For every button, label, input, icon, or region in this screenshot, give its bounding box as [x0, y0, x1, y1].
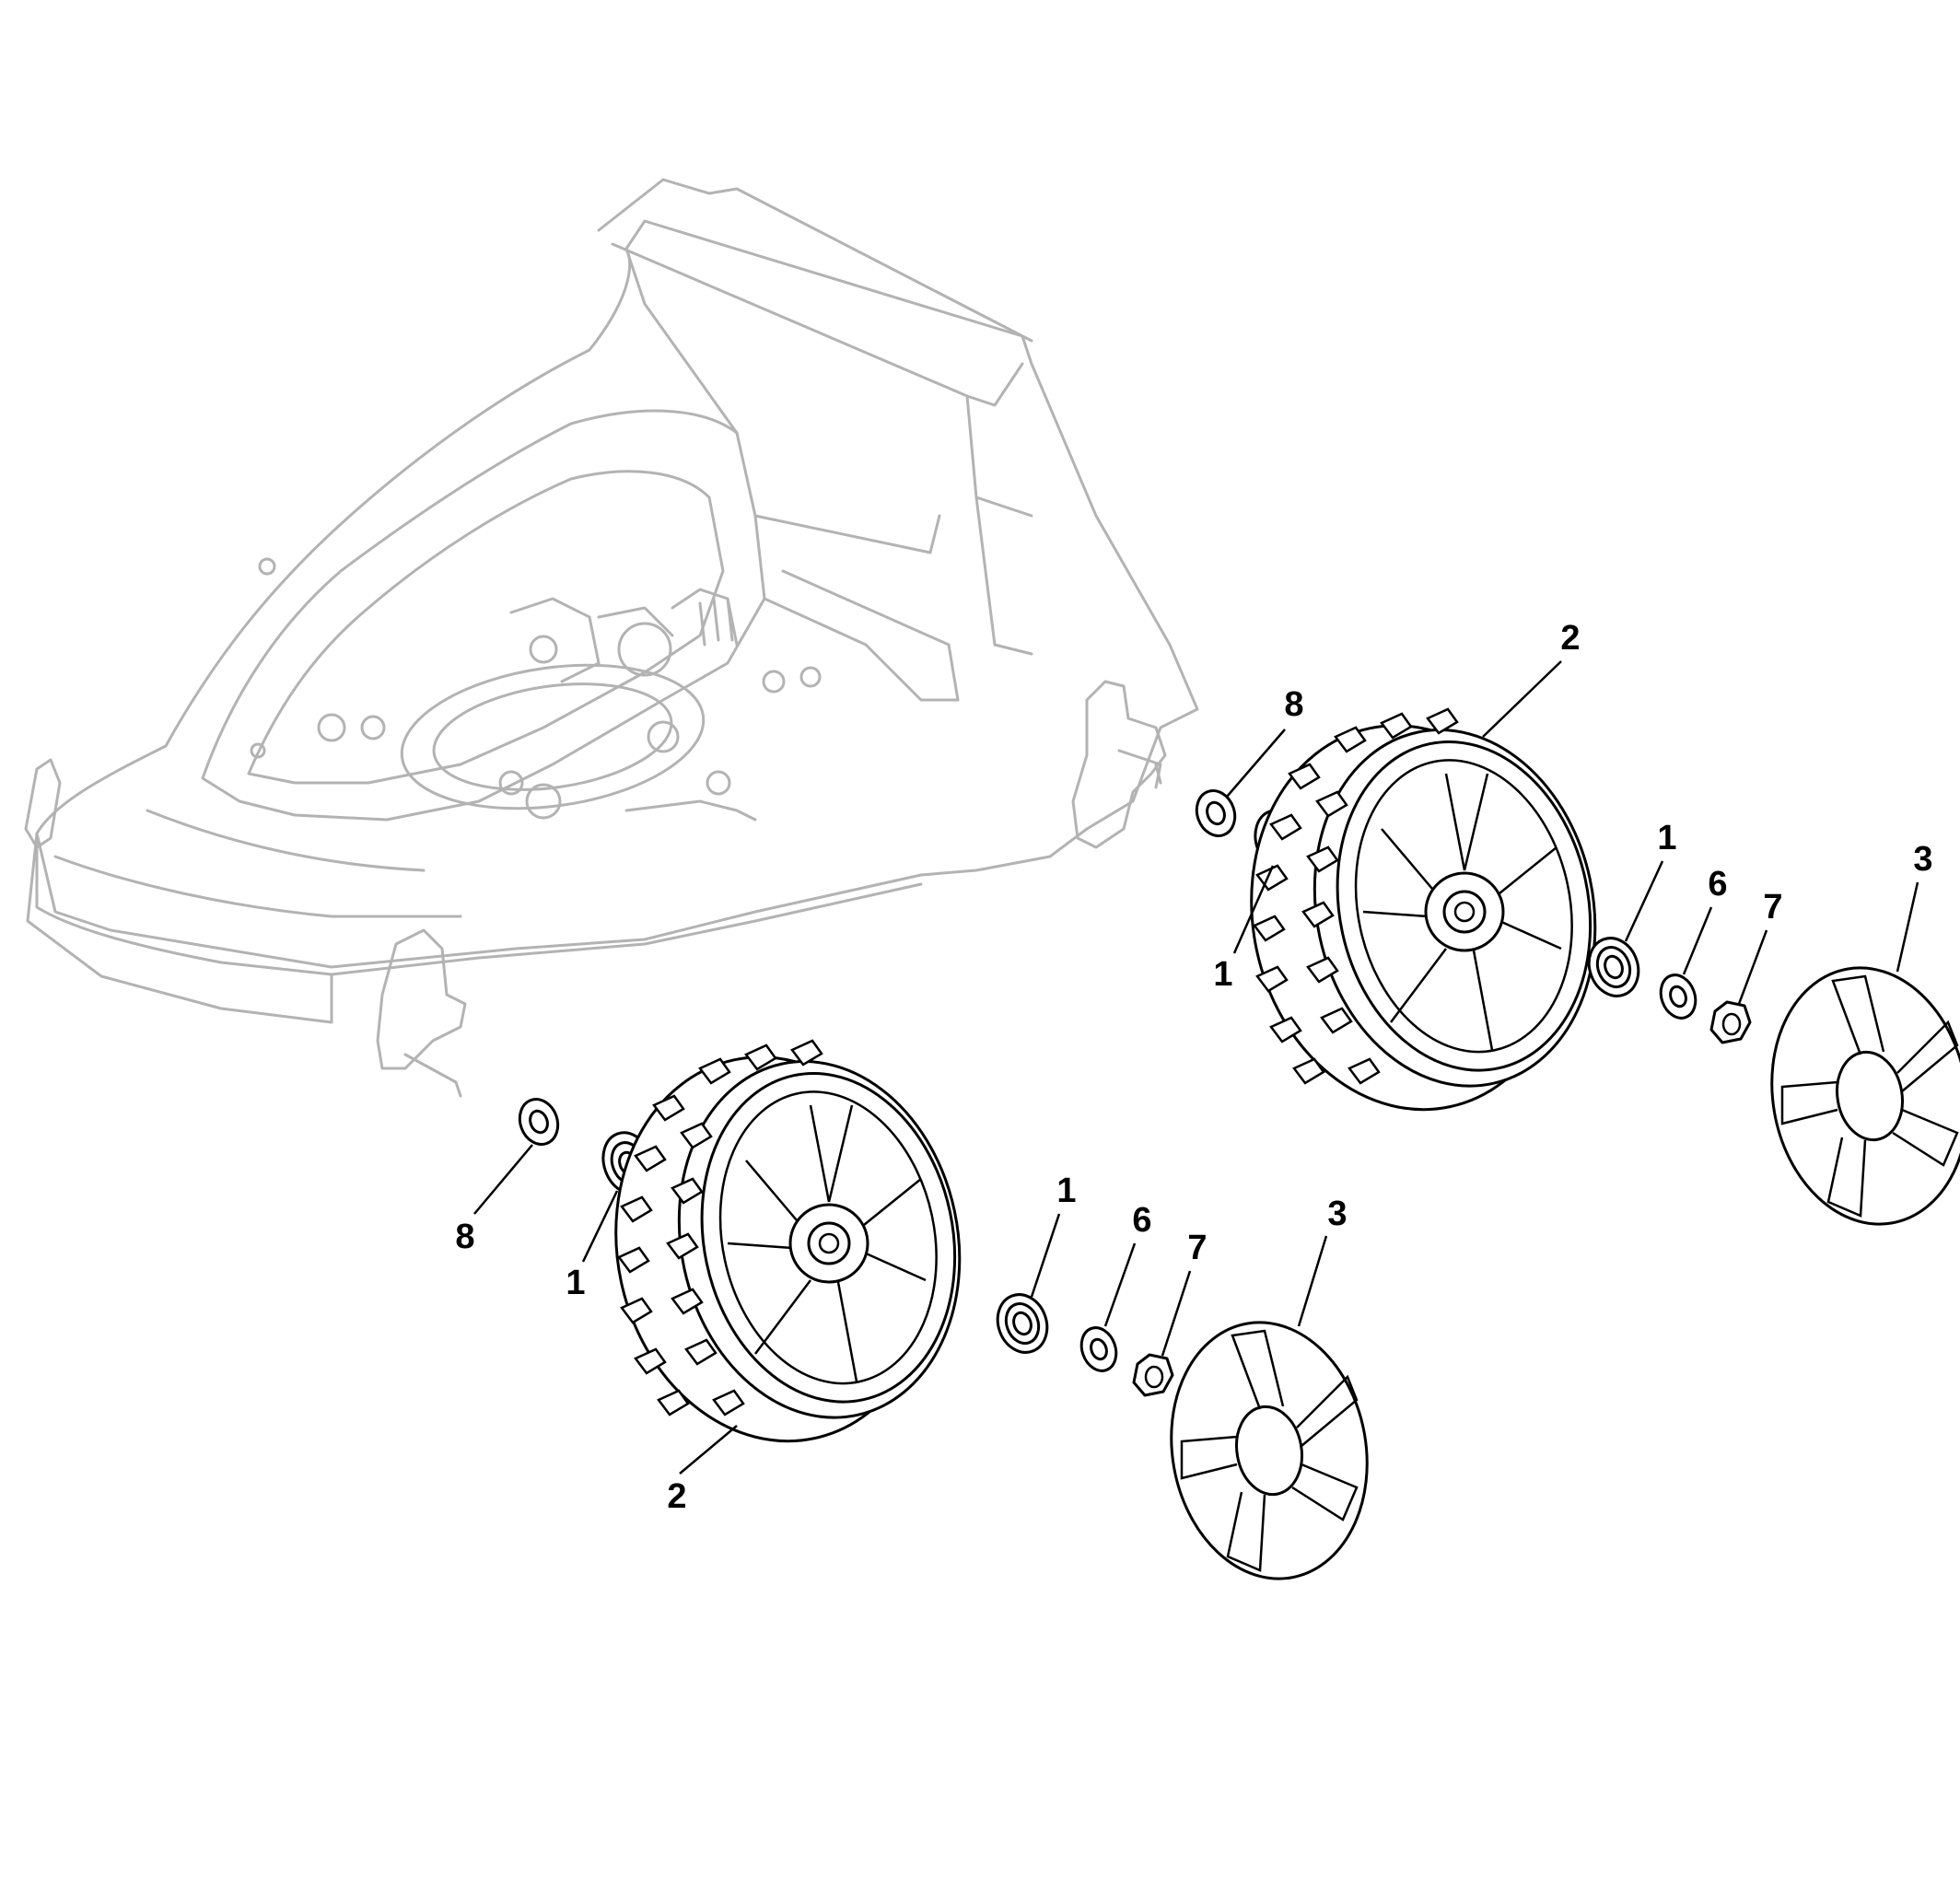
- callout-rear-nut: 7: [1763, 888, 1782, 927]
- leader-lines: [473, 660, 1919, 1475]
- rear-bearing-outer: [1587, 937, 1640, 997]
- front-wheel-assembly: [518, 1039, 1369, 1580]
- callout-rear-washer: 6: [1708, 865, 1727, 904]
- front-wheel: [614, 1039, 962, 1443]
- front-hubcap: [1170, 1321, 1369, 1580]
- mower-deck: [24, 178, 1199, 1098]
- callout-front-wheel: 2: [667, 1477, 686, 1516]
- callout-rear-hubcap: 3: [1913, 840, 1932, 879]
- callout-front-nut: 7: [1187, 1229, 1207, 1267]
- callout-rear-wheel: 2: [1560, 619, 1580, 658]
- front-bearing-outer: [996, 1293, 1049, 1354]
- front-spacer: [518, 1098, 560, 1146]
- rear-wheel-assembly: [1195, 707, 1960, 1226]
- callout-labels: 8 1 2 1 6 7 3 8 1 2 1 6 7 3: [455, 619, 1932, 1516]
- rear-washer: [1659, 973, 1698, 1020]
- rear-nut: [1709, 1000, 1752, 1044]
- callout-rear-bearing-inner: 1: [1213, 955, 1232, 994]
- callout-rear-bearing-outer: 1: [1657, 819, 1676, 857]
- callout-front-bearing-outer: 1: [1056, 1172, 1076, 1210]
- callout-front-bearing-inner: 1: [566, 1264, 585, 1302]
- callout-front-spacer: 8: [455, 1218, 474, 1256]
- callout-front-washer: 6: [1132, 1201, 1151, 1240]
- rear-hubcap: [1770, 966, 1960, 1226]
- callout-rear-spacer: 8: [1284, 685, 1303, 724]
- callout-front-hubcap: 3: [1327, 1195, 1347, 1233]
- rear-spacer: [1195, 789, 1237, 837]
- rear-wheel: [1250, 707, 1597, 1112]
- front-washer: [1079, 1326, 1118, 1372]
- front-nut: [1132, 1353, 1174, 1397]
